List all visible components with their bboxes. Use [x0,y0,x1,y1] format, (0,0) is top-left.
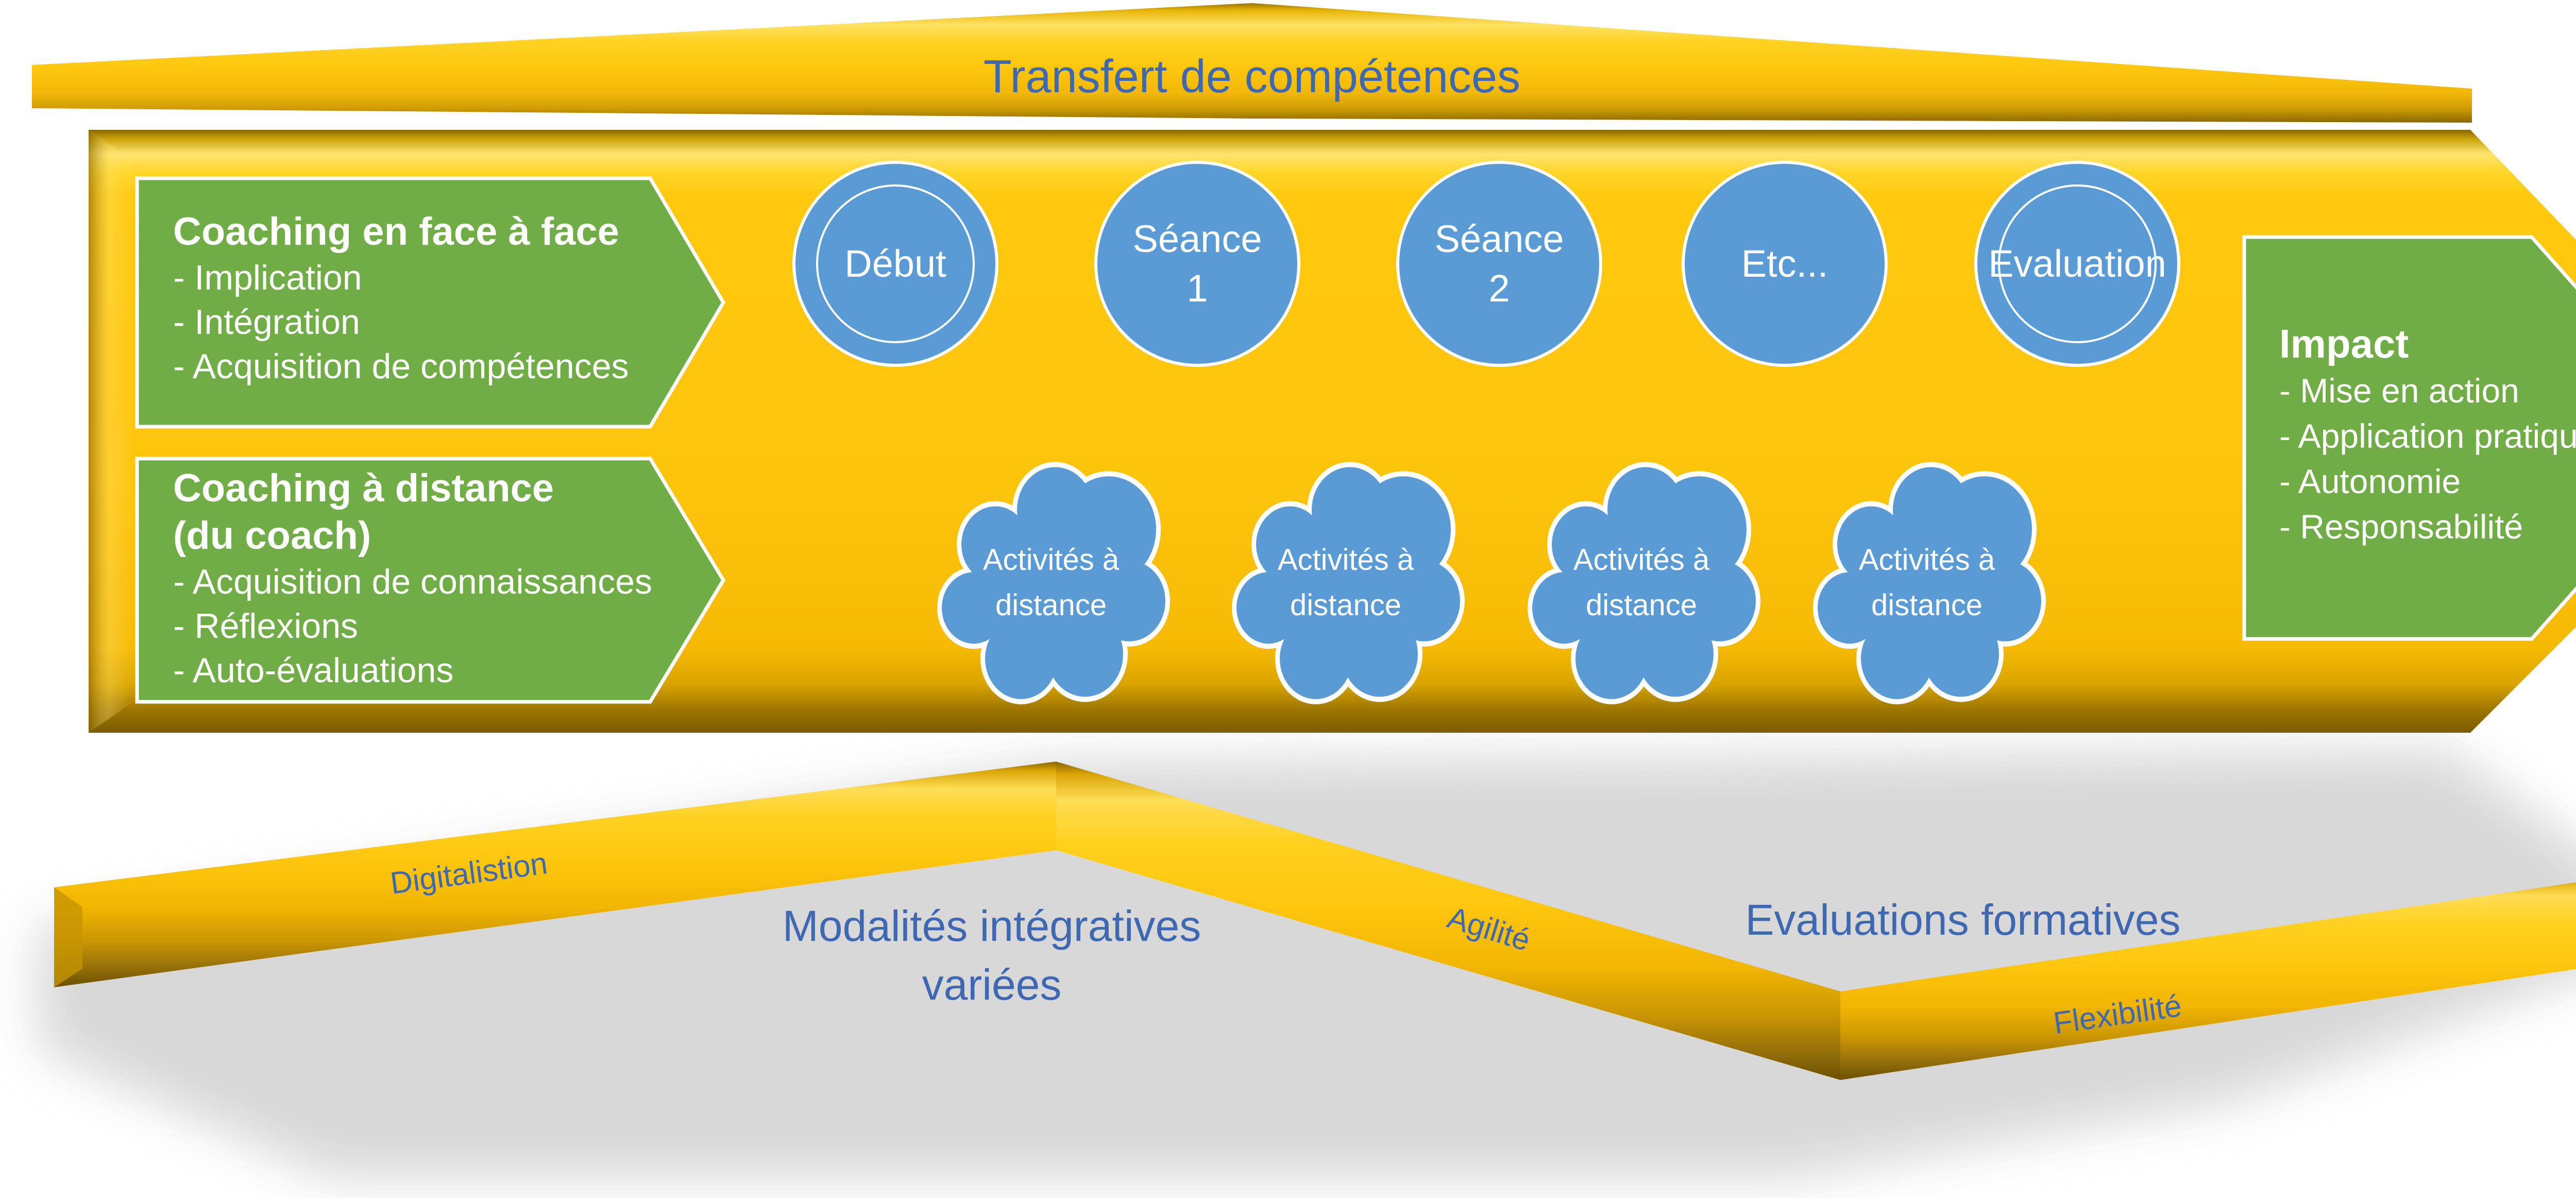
bullet-item: - Intégration [173,302,360,342]
bullet-item: - Responsabilité [2279,508,2523,546]
banner-title: Transfert de compétences [983,51,1521,103]
circle-label-debut: Début [787,162,1004,365]
circle-seance-2 [1396,161,1602,367]
distance-box-heading-line2: (du coach) [173,514,371,558]
zigzag-left-cap [54,887,82,987]
label-evaluations: Evaluations formatives [1745,896,2181,944]
circle-evaluation [1974,161,2180,367]
circle-label-text: Séance [1132,217,1262,260]
circle-seance-1 [1094,161,1300,367]
bullet-item: - Mise en action [2279,372,2519,410]
impact-box-text: Impact - Mise en action - Application pr… [2279,319,2576,549]
circle-debut [792,161,998,367]
cloud-label-text: distance [1585,588,1698,622]
label-modalites-line1: Modalités intégratives [782,902,1201,950]
zigzag-segment-2 [1056,762,1840,1080]
circle-label-etc: Etc... [1676,162,1893,365]
label-modalites: Modalités intégratives variées [732,897,1252,1014]
main-arrow-left-bevel [89,130,135,733]
cloud-label-text: Activités à [1573,543,1710,577]
circle-label-seance-2: Séance 2 [1391,162,1607,365]
face-box-text: Coaching en face à face - Implication - … [173,208,629,389]
face-box-pentagon [135,176,726,429]
circle-label-text: Evaluation [1988,242,2166,285]
circle-label-text: 2 [1488,267,1510,310]
distance-box-pentagon [135,457,726,704]
circle-debut-inner-ring [816,184,975,343]
bullet-item: - Réflexions [173,606,359,646]
cloud-label-text: Activités à [1858,543,1995,577]
circle-label-seance-1: Séance 1 [1089,162,1306,365]
impact-pentagon [2242,235,2576,641]
circle-label-text: 1 [1187,267,1208,310]
bullet-item: - Application pratique [2279,417,2576,455]
circle-label-text: Séance [1434,217,1564,260]
impact-heading: Impact [2279,321,2409,366]
banner-chevron-shape [32,3,2472,123]
cloud-label-4: Activités à distance [1814,498,2040,668]
circle-label-text: Début [844,242,946,285]
cloud-label-2: Activités à distance [1232,498,1459,668]
bullet-item: - Autonomie [2279,462,2461,500]
cloud-label-text: distance [995,588,1107,622]
cloud-label-1: Activités à distance [938,498,1164,668]
cloud-label-3: Activités à distance [1528,498,1755,668]
face-box-heading: Coaching en face à face [173,210,619,254]
bullet-item: - Implication [173,258,362,297]
cloud-label-text: Activités à [982,543,1120,577]
bullet-item: - Acquisition de compétences [173,347,629,386]
label-modalites-line2: variées [922,960,1062,1009]
distance-box-heading-line1: Coaching à distance [173,466,554,510]
bullet-item: - Auto-évaluations [173,651,454,690]
circle-label-evaluation: Evaluation [1969,162,2185,365]
circle-etc [1682,161,1888,367]
circle-evaluation-inner-ring [1998,184,2157,343]
zigzag-segment-1 [54,762,1056,987]
circle-label-text: Etc... [1741,242,1828,285]
distance-box-text: Coaching à distance (du coach) - Acquisi… [173,465,652,693]
zigzag-segment-3 [1840,882,2576,1080]
cloud-label-text: Activités à [1277,543,1414,577]
cloud-label-text: distance [1290,588,1402,622]
bullet-item: - Acquisition de connaissances [173,562,652,601]
cloud-label-text: distance [1871,588,1983,622]
